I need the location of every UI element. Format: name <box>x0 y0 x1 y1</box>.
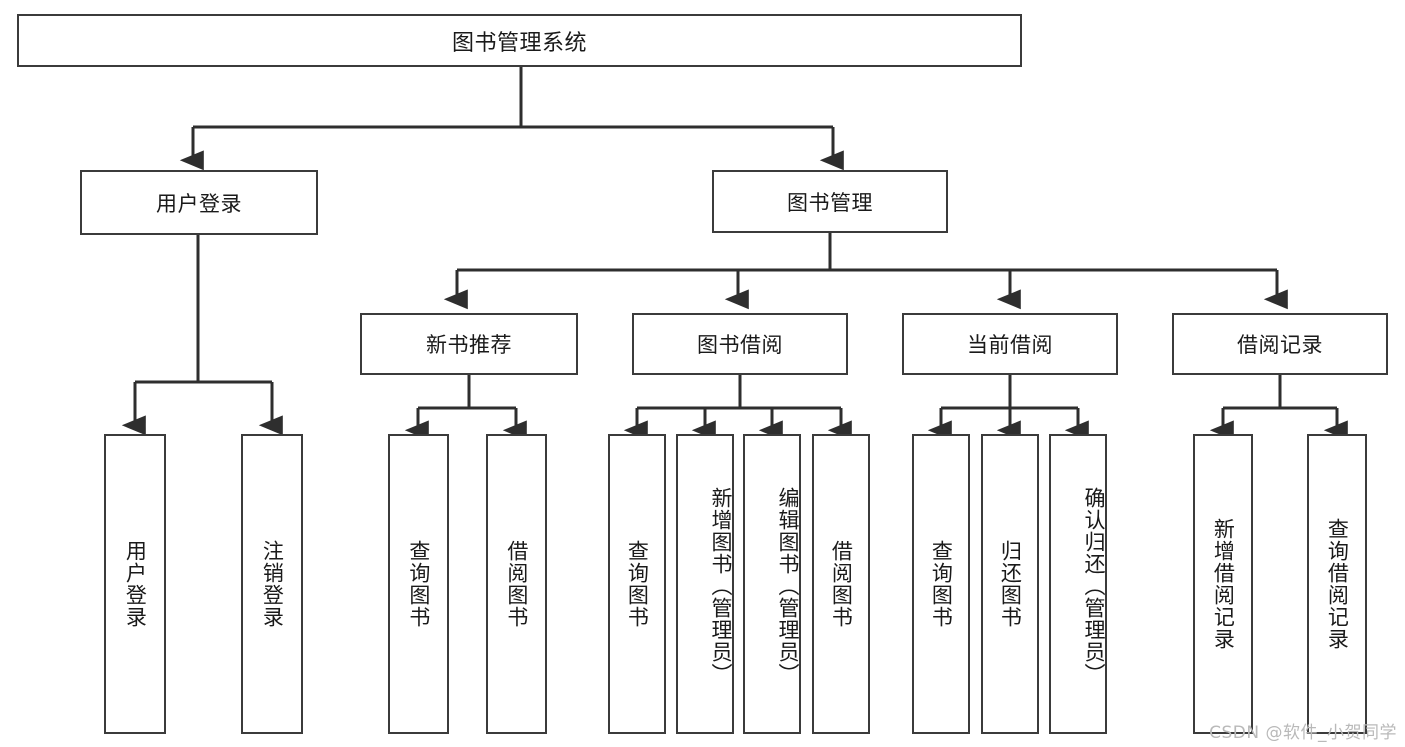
leaf-borrow-borrow-book[interactable]: 借阅图书 <box>812 434 870 734</box>
node-label: 确认归还（管理员） <box>1082 487 1106 685</box>
leaf-records-query-record[interactable]: 查询借阅记录 <box>1307 434 1367 734</box>
node-label: 查询图书 <box>929 540 954 628</box>
leaf-borrow-query-book[interactable]: 查询图书 <box>608 434 666 734</box>
node-label: 图书管理 <box>787 190 873 215</box>
node-borrow-records[interactable]: 借阅记录 <box>1172 313 1388 375</box>
node-label: 编辑图书（管理员） <box>776 487 800 685</box>
node-user-login[interactable]: 用户登录 <box>80 170 318 235</box>
node-label: 用户登录 <box>156 191 242 216</box>
node-label: 查询图书 <box>406 540 431 628</box>
node-label: 借阅图书 <box>829 540 854 628</box>
watermark-text: CSDN @软件_小贺同学 <box>1209 723 1397 743</box>
node-label: 查询借阅记录 <box>1325 518 1350 650</box>
node-book-management[interactable]: 图书管理 <box>712 170 948 233</box>
node-label: 归还图书 <box>998 540 1023 628</box>
node-label: 新增图书（管理员） <box>709 487 733 685</box>
node-label: 注销登录 <box>260 540 285 628</box>
node-label: 新书推荐 <box>426 333 512 357</box>
node-label: 新增借阅记录 <box>1211 518 1236 650</box>
node-label: 用户登录 <box>123 540 148 628</box>
leaf-current-return-book[interactable]: 归还图书 <box>981 434 1039 734</box>
node-label: 图书借阅 <box>697 333 783 357</box>
node-new-book-recommend[interactable]: 新书推荐 <box>360 313 578 375</box>
node-current-borrow[interactable]: 当前借阅 <box>902 313 1118 375</box>
leaf-records-add-record[interactable]: 新增借阅记录 <box>1193 434 1253 734</box>
leaf-current-query-book[interactable]: 查询图书 <box>912 434 970 734</box>
node-root-system[interactable]: 图书管理系统 <box>17 14 1022 67</box>
leaf-borrow-add-book[interactable]: 新增图书（管理员） <box>676 434 734 734</box>
leaf-user-login-signout[interactable]: 注销登录 <box>241 434 303 734</box>
node-book-borrow[interactable]: 图书借阅 <box>632 313 848 375</box>
leaf-recommend-borrow-book[interactable]: 借阅图书 <box>486 434 547 734</box>
leaf-current-confirm-return[interactable]: 确认归还（管理员） <box>1049 434 1107 734</box>
leaf-user-login-signin[interactable]: 用户登录 <box>104 434 166 734</box>
node-label: 当前借阅 <box>967 333 1053 357</box>
leaf-borrow-edit-book[interactable]: 编辑图书（管理员） <box>743 434 801 734</box>
leaf-recommend-query-book[interactable]: 查询图书 <box>388 434 449 734</box>
node-label: 借阅图书 <box>504 540 529 628</box>
node-label: 图书管理系统 <box>451 30 587 56</box>
node-label: 查询图书 <box>625 540 650 628</box>
node-label: 借阅记录 <box>1237 333 1323 357</box>
